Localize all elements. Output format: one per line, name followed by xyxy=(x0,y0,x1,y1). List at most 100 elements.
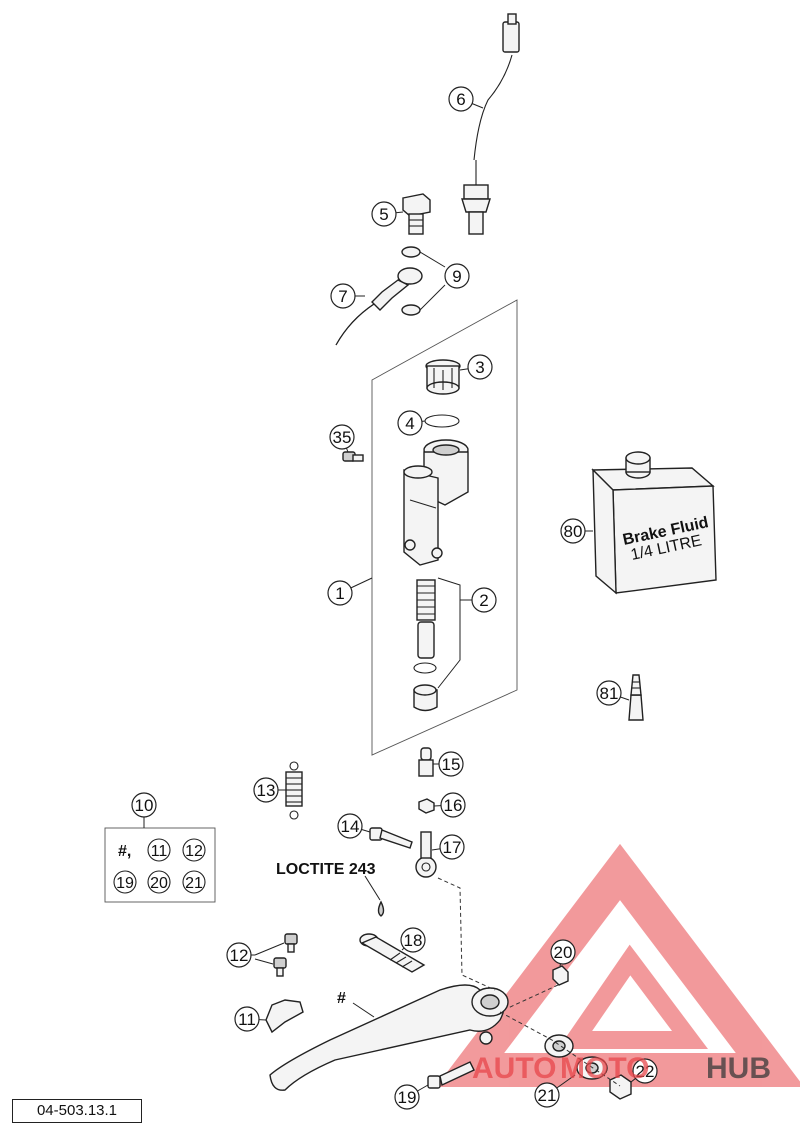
kit-hash-label: #, xyxy=(118,843,131,860)
callout-19: 19 xyxy=(394,1084,429,1110)
pedal-bolt-part xyxy=(427,1061,475,1089)
callout-21: 21 xyxy=(534,1074,576,1108)
banjo-bolt-part xyxy=(402,193,431,235)
callout-label: 21 xyxy=(538,1086,557,1105)
callout-label: 14 xyxy=(341,817,360,836)
callout-label: 19 xyxy=(398,1088,417,1107)
callout-circle xyxy=(444,263,470,289)
callout-circle xyxy=(632,1058,658,1084)
loctite-annotation: LOCTITE 243 xyxy=(276,861,376,878)
callout-label: 2 xyxy=(479,591,488,610)
callout-label: 4 xyxy=(405,414,414,433)
callout-label: 12 xyxy=(230,946,249,965)
callout-circle xyxy=(596,680,622,706)
callout-5: 5 xyxy=(371,201,404,227)
callout-label: 22 xyxy=(636,1062,655,1081)
push-rod-part xyxy=(369,827,437,878)
callout-35: 35 xyxy=(329,424,355,453)
watermark-logo xyxy=(435,843,800,1087)
alignment-line xyxy=(499,1011,621,1087)
callout-circle xyxy=(371,201,397,227)
callout-22: 22 xyxy=(630,1058,658,1084)
brake-fluid-bottle-part: Brake Fluid 1/4 LITRE xyxy=(591,451,717,595)
watermark-part3: HUB xyxy=(706,1052,771,1085)
callout-circle xyxy=(439,834,465,860)
diagram-id-text: 04-503.13.1 xyxy=(36,1102,118,1119)
callout-circle xyxy=(330,283,356,309)
reservoir-cap-part xyxy=(425,359,461,395)
callout-label: 7 xyxy=(338,287,347,306)
clevis-part xyxy=(418,747,434,777)
pivot-bolt-part xyxy=(359,933,426,973)
callout-label: 18 xyxy=(404,931,423,950)
callout-label: 5 xyxy=(379,205,388,224)
callout-label: 3 xyxy=(475,358,484,377)
callout-circle xyxy=(226,942,252,968)
callout-circle xyxy=(534,1082,560,1108)
callout-label: 10 xyxy=(135,796,154,815)
callout-13: 13 xyxy=(253,777,286,803)
callout-circle xyxy=(550,939,576,965)
return-spring-part xyxy=(285,761,303,820)
alignment-line xyxy=(507,984,559,1009)
callout-15: 15 xyxy=(433,751,464,777)
callout-circle xyxy=(394,1084,420,1110)
callout-4: 4 xyxy=(397,410,426,436)
kit-item-20: 20 xyxy=(150,875,168,892)
screw-part xyxy=(342,451,364,462)
callout-20: 20 xyxy=(550,939,576,967)
callout-circle xyxy=(448,86,474,112)
callout-circle xyxy=(329,424,355,450)
diagram-id-box: 04-503.13.1 xyxy=(12,1099,142,1123)
kit-item-11: 11 xyxy=(151,843,168,860)
callout-label: 13 xyxy=(257,781,276,800)
callout-label: 1 xyxy=(335,584,344,603)
callout-circle xyxy=(471,587,497,613)
callout-12: 12 xyxy=(226,942,255,968)
kit-item-21: 21 xyxy=(185,875,203,892)
callout-7: 7 xyxy=(330,283,365,309)
callout-circle xyxy=(440,792,466,818)
callout-label: 81 xyxy=(600,684,619,703)
callout-circle xyxy=(337,813,363,839)
loctite-drop-icon xyxy=(377,900,385,917)
callout-label: 9 xyxy=(452,267,461,286)
callout-17: 17 xyxy=(431,834,465,860)
master-cylinder-part xyxy=(403,439,469,566)
callout-label: 80 xyxy=(564,522,583,541)
callout-6: 6 xyxy=(448,86,484,112)
callout-label: 17 xyxy=(443,838,462,857)
callout-11: 11 xyxy=(234,1006,267,1032)
callout-label: 6 xyxy=(456,90,465,109)
watermark-text: AUTO MOTO HUB xyxy=(472,1052,771,1085)
callout-1: 1 xyxy=(327,577,373,606)
callout-label: 15 xyxy=(442,755,461,774)
o-ring-part xyxy=(424,414,460,428)
callout-label: 16 xyxy=(444,796,463,815)
callout-circle xyxy=(327,580,353,606)
callout-2: 2 xyxy=(468,587,497,613)
nut-part xyxy=(418,798,435,814)
callout-18: 18 xyxy=(400,927,426,953)
callout-circle xyxy=(560,518,586,544)
brake-pedal-part xyxy=(269,984,509,1091)
callout-80: 80 xyxy=(560,518,593,544)
pedal-tip-part xyxy=(265,999,304,1034)
brake-hose-part xyxy=(335,267,423,346)
brake-light-switch-part xyxy=(461,13,520,235)
callout-10: 10 xyxy=(131,792,157,820)
screws-12-part xyxy=(254,933,298,977)
callout-14: 14 xyxy=(337,813,371,839)
callout-circle xyxy=(397,410,423,436)
callout-circle xyxy=(467,354,493,380)
callout-circle xyxy=(438,751,464,777)
callout-circle xyxy=(131,792,157,818)
watermark-part2: MOTO xyxy=(560,1052,649,1085)
kit-box: #, 11 12 19 20 21 xyxy=(104,820,216,903)
loctite-tube-part xyxy=(628,674,644,721)
callout-label: 35 xyxy=(333,428,352,447)
callout-label: 11 xyxy=(238,1010,256,1029)
piston-kit-part xyxy=(413,577,468,712)
alignment-line xyxy=(437,877,496,991)
callout-9: 9 xyxy=(444,263,470,289)
